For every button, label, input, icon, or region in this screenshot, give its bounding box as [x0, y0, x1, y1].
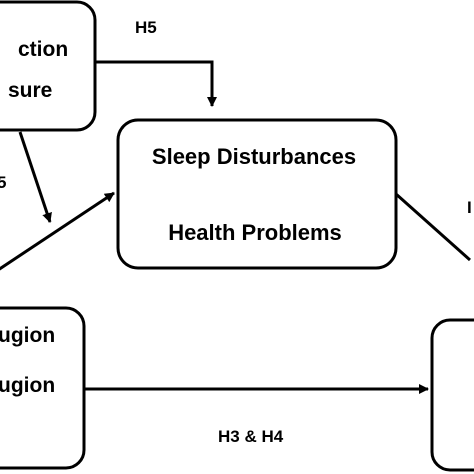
center-to-right-line — [395, 192, 471, 262]
left-rising-arrow — [0, 191, 115, 271]
top-left-box-line1: ction — [18, 38, 68, 61]
bottom-left-box-line2: ugion — [0, 374, 55, 397]
h5-label: H5 — [135, 18, 157, 37]
center-box-line1: Sleep Disturbances — [152, 144, 356, 169]
bottom-right-box — [430, 318, 474, 472]
left-partial-label: 5 — [0, 173, 6, 192]
bottom-left-box-line1: ugion — [0, 324, 55, 347]
right-partial-label: I — [467, 198, 472, 217]
top-left-box — [0, 0, 97, 132]
h3-h4-label: H3 & H4 — [218, 427, 284, 446]
h5-connector — [95, 60, 217, 107]
center-box-line2: Health Problems — [168, 220, 342, 245]
top-left-diagonal-arrow — [18, 131, 52, 223]
top-left-box-line2: sure — [8, 79, 52, 102]
center-box — [116, 118, 398, 270]
